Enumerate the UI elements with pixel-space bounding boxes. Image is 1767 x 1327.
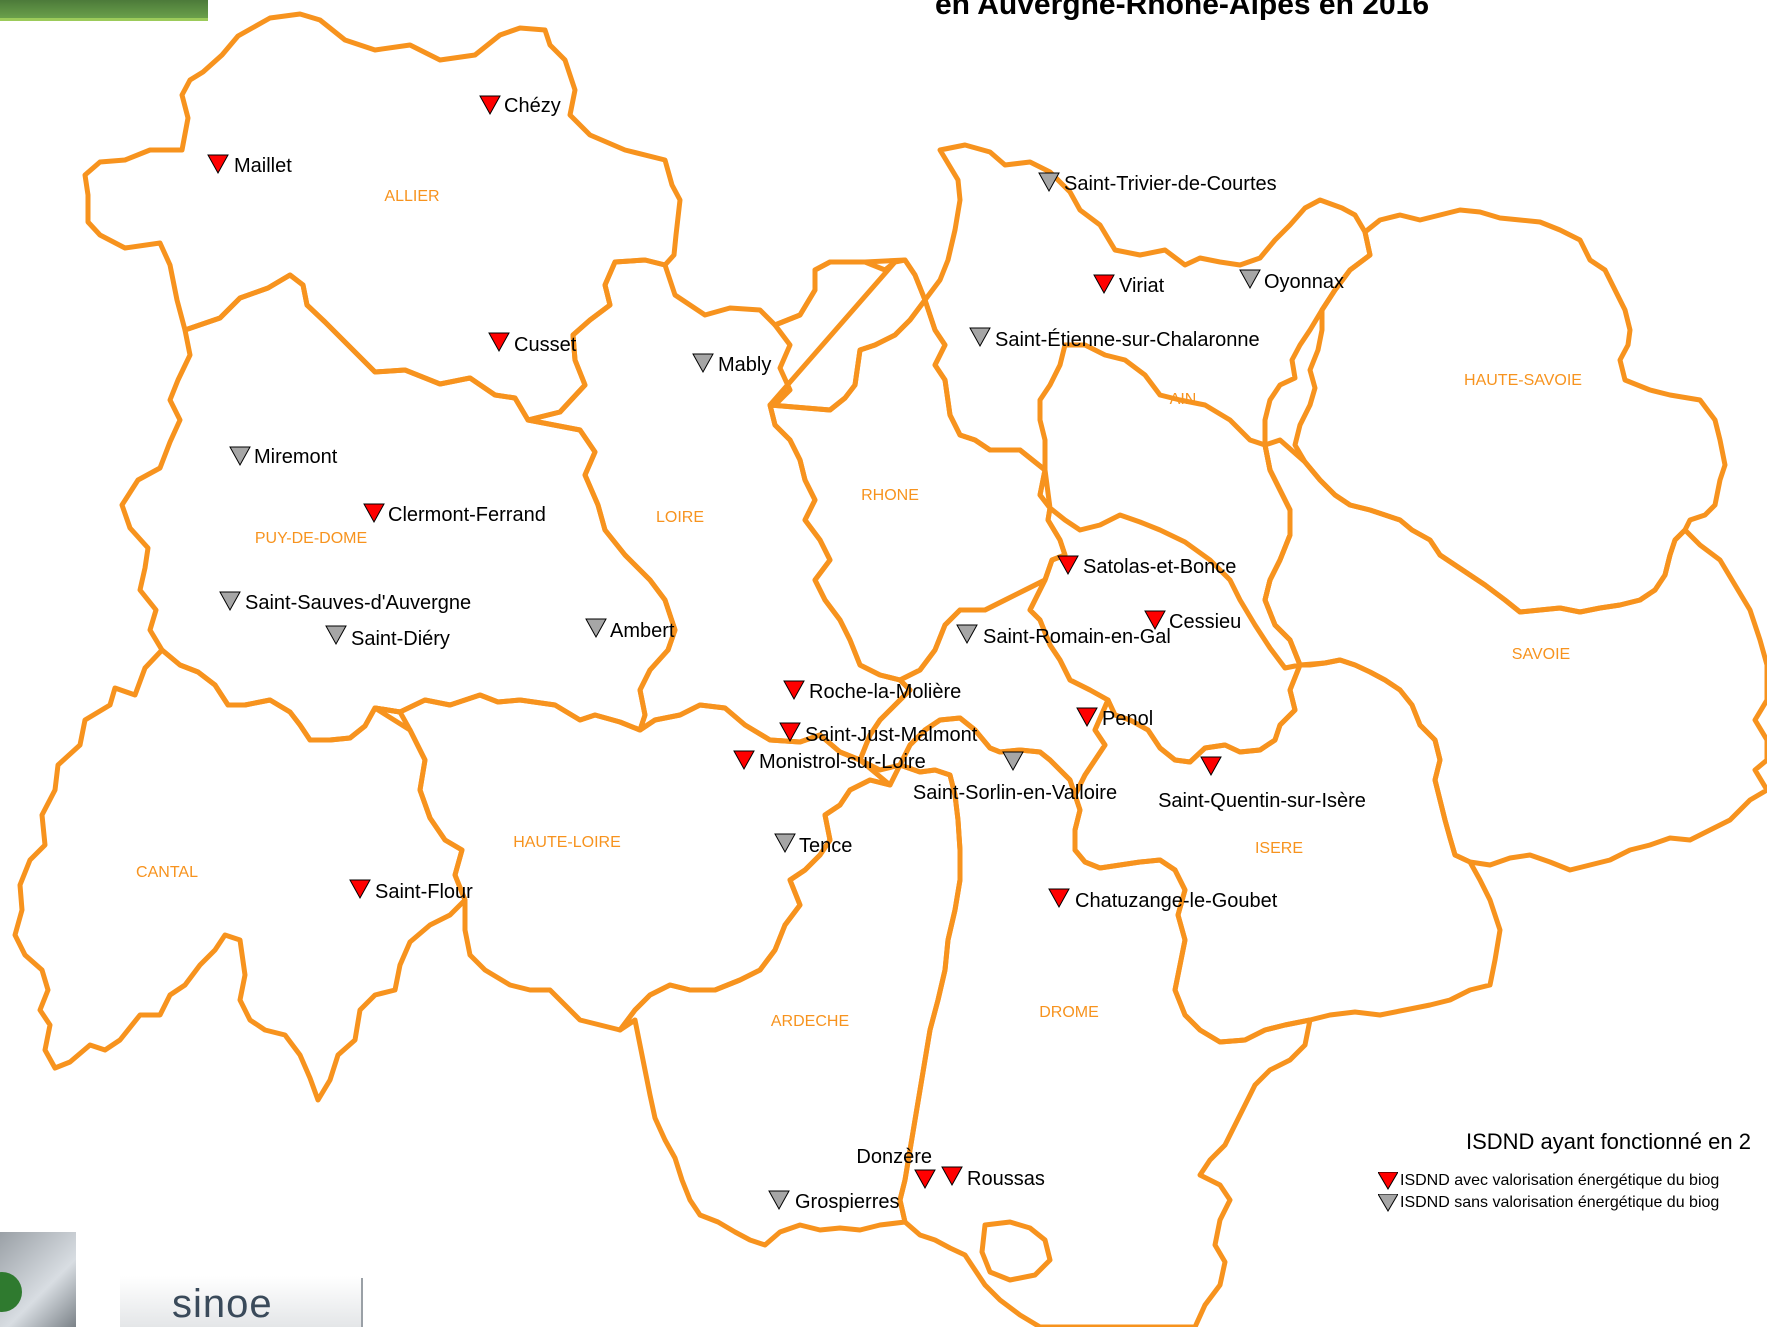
border-ardeche — [617, 577, 1111, 1248]
site-label-oyonnax: Oyonnax — [1264, 271, 1344, 293]
site-label-saint-quentin-sur-isere: Saint-Quentin-sur-Isère — [1158, 790, 1366, 812]
border-allier — [82, 11, 683, 423]
site-label-saint-flour: Saint-Flour — [375, 881, 473, 903]
legend-label-without-valorisation: ISDND sans valorisation énergétique du b… — [1400, 1194, 1720, 1211]
site-marker-saint-diery[interactable] — [325, 625, 347, 646]
red-triangle-icon — [1378, 1172, 1398, 1190]
site-label-ambert: Ambert — [610, 620, 675, 642]
department-labels: ALLIER PUY-DE-DOME CANTAL HAUTE-LOIRE LOIRE R… — [136, 188, 1582, 1030]
partner-logo — [0, 1232, 76, 1327]
site-marker-roussas[interactable] — [941, 1166, 963, 1187]
border-cantal — [12, 647, 468, 1103]
header-logo-bar — [0, 0, 208, 21]
dept-label-ain: AIN — [1170, 391, 1197, 408]
site-label-chatuzange-le-goubet: Chatuzange-le-Goubet — [1075, 890, 1278, 912]
dept-label-cantal: CANTAL — [136, 864, 198, 881]
dept-label-haute-savoie: HAUTE-SAVOIE — [1464, 372, 1582, 389]
site-marker-saint-sauves-d-auvergne[interactable] — [219, 591, 241, 612]
site-label-roche-la-moliere: Roche-la-Molière — [809, 681, 961, 703]
border-isere — [1037, 342, 1503, 1045]
site-label-saint-etienne-sur-chalaronne: Saint-Étienne-sur-Chalaronne — [995, 328, 1260, 351]
site-marker-saint-quentin-sur-isere[interactable] — [1200, 756, 1222, 777]
site-label-saint-diery: Saint-Diéry — [351, 628, 450, 650]
site-marker-cessieu[interactable] — [1144, 610, 1166, 631]
department-borders — [12, 11, 1767, 1327]
site-label-clermont-ferrand: Clermont-Ferrand — [388, 504, 546, 526]
dept-label-haute-loire: HAUTE-LOIRE — [513, 834, 621, 851]
site-label-mably: Mably — [718, 354, 771, 376]
map-title: en Auvergne-Rhône-Alpes en 2016 — [935, 0, 1430, 21]
border-haute-savoie — [1292, 207, 1728, 615]
site-marker-saint-trivier-de-courtes[interactable] — [1038, 172, 1060, 193]
site-label-cessieu: Cessieu — [1169, 611, 1241, 633]
site-label-roussas: Roussas — [967, 1168, 1045, 1190]
legend-title: ISDND ayant fonctionné en 2 — [1466, 1129, 1751, 1154]
site-label-saint-trivier-de-courtes: Saint-Trivier-de-Courtes — [1064, 173, 1277, 195]
site-marker-saint-flour[interactable] — [349, 879, 371, 900]
site-label-grospierres: Grospierres — [795, 1191, 899, 1213]
site-marker-oyonnax[interactable] — [1239, 269, 1261, 290]
dept-label-drome: DROME — [1039, 1004, 1099, 1021]
site-marker-satolas-et-bonce[interactable] — [1057, 555, 1079, 576]
dept-label-ardeche: ARDECHE — [771, 1013, 849, 1030]
site-marker-monistrol-sur-loire[interactable] — [733, 750, 755, 771]
site-marker-saint-etienne-sur-chalaronne[interactable] — [969, 327, 991, 348]
site-marker-saint-just-malmont[interactable] — [779, 722, 801, 743]
site-label-satolas-et-bonce: Satolas-et-Bonce — [1083, 556, 1236, 578]
site-marker-roche-la-moliere[interactable] — [783, 680, 805, 701]
sinoe-logo: sinoe — [120, 1276, 363, 1327]
legend-label-with-valorisation: ISDND avec valorisation énergétique du b… — [1400, 1172, 1720, 1189]
site-label-donzere: Donzère — [856, 1146, 932, 1168]
site-marker-maillet[interactable] — [207, 154, 229, 175]
border-rhone — [767, 257, 1068, 683]
site-marker-ambert[interactable] — [585, 618, 607, 639]
globe-icon — [0, 1272, 22, 1312]
site-marker-saint-sorlin-en-valloire[interactable] — [1002, 751, 1024, 772]
site-marker-saint-romain-en-gal[interactable] — [956, 624, 978, 645]
dept-label-loire: LOIRE — [656, 509, 704, 526]
site-label-monistrol-sur-loire: Monistrol-sur-Loire — [759, 751, 926, 773]
dept-label-savoie: SAVOIE — [1512, 646, 1570, 663]
site-label-cusset: Cusset — [514, 334, 577, 356]
site-label-maillet: Maillet — [234, 155, 292, 177]
site-label-saint-romain-en-gal: Saint-Romain-en-Gal — [983, 626, 1171, 648]
grey-triangle-icon — [1378, 1194, 1398, 1212]
site-marker-chatuzange-le-goubet[interactable] — [1048, 888, 1070, 909]
site-marker-donzere[interactable] — [914, 1169, 936, 1190]
site-marker-mably[interactable] — [692, 353, 714, 374]
site-label-tence: Tence — [799, 835, 852, 857]
dept-label-isere: ISERE — [1255, 840, 1303, 857]
site-label-viriat: Viriat — [1119, 275, 1165, 297]
site-label-saint-just-malmont: Saint-Just-Malmont — [805, 724, 978, 746]
site-label-saint-sauves-d-auvergne: Saint-Sauves-d'Auvergne — [245, 592, 471, 614]
site-marker-viriat[interactable] — [1093, 274, 1115, 295]
dept-label-allier: ALLIER — [384, 188, 439, 205]
site-label-saint-sorlin-en-valloire: Saint-Sorlin-en-Valloire — [913, 782, 1117, 804]
site-label-miremont: Miremont — [254, 446, 338, 468]
dept-label-puy-de-dome: PUY-DE-DOME — [255, 530, 367, 547]
site-marker-chezy[interactable] — [479, 95, 501, 116]
site-label-penol: Penol — [1102, 708, 1153, 730]
site-marker-grospierres[interactable] — [768, 1190, 790, 1211]
landfill-sites: ChézyMailletCussetMiremontClermont-Ferra… — [207, 95, 1366, 1213]
dept-label-rhone: RHONE — [861, 487, 919, 504]
legend-item-with-valorisation: ISDND avec valorisation énergétique du b… — [1378, 1172, 1719, 1190]
site-marker-penol[interactable] — [1076, 707, 1098, 728]
site-marker-miremont[interactable] — [229, 446, 251, 467]
site-label-chezy: Chézy — [504, 95, 561, 117]
site-marker-tence[interactable] — [774, 833, 796, 854]
site-marker-clermont-ferrand[interactable] — [363, 503, 385, 524]
legend-item-without-valorisation: ISDND sans valorisation énergétique du b… — [1378, 1194, 1719, 1212]
border-ain — [922, 142, 1373, 765]
site-marker-cusset[interactable] — [488, 332, 510, 353]
